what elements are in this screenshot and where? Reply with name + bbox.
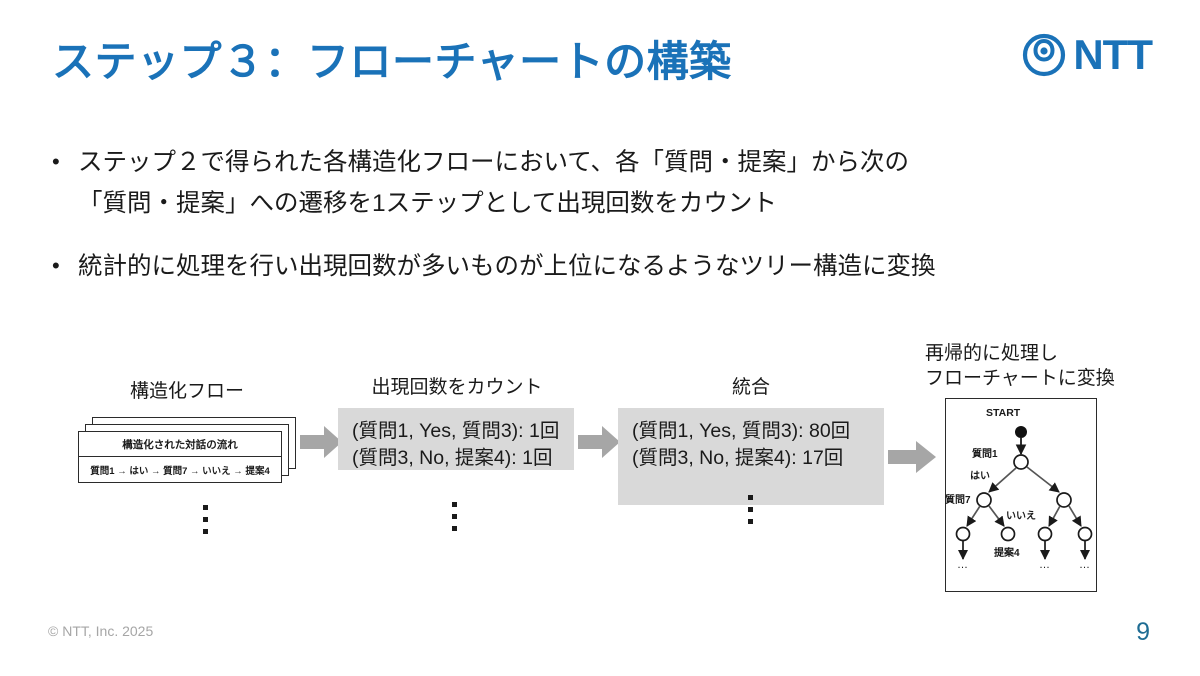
bullet-text-1: ステップ２で得られた各構造化フローにおいて、各「質問・提案」から次の 「質問・提…	[78, 142, 909, 224]
tree-leaf-ellipsis: …	[957, 559, 968, 571]
arrow-merge-to-tree-icon	[888, 441, 936, 473]
page-title: ステップ３：フローチャートの構築	[52, 38, 732, 85]
stage-label-structured-flow: 構造化フロー	[129, 381, 244, 402]
page-number: 9	[1136, 618, 1150, 646]
tree-leaf-ellipsis: …	[1079, 559, 1090, 571]
process-diagram: 構造化フロー 構造化された対話の流れ 質問1 → はい → 質問7 → いいえ …	[0, 330, 1200, 600]
ntt-circular-mark-icon	[1023, 33, 1066, 77]
card-body-text: 質問1 → はい → 質問7 → いいえ → 提案4	[90, 465, 270, 477]
arrow-flow-to-count-icon	[300, 426, 342, 458]
count-line: (質問3, No, 提案4): 1回	[352, 447, 553, 469]
bullet-item-2: • 統計的に処理を行い出現回数が多いものが上位になるようなツリー構造に変換	[48, 246, 1168, 287]
bullet-line: 「質問・提案」への遷移を1ステップとして出現回数をカウント	[78, 190, 777, 217]
count-line: (質問1, Yes, 質問3): 1回	[352, 420, 560, 442]
stage-label-tree-line1: 再帰的に処理し	[925, 343, 1059, 364]
bullet-list: • ステップ２で得られた各構造化フローにおいて、各「質問・提案」から次の 「質問…	[48, 142, 1168, 309]
tree-edge-label-yes: はい	[970, 471, 990, 482]
merge-box: (質問1, Yes, 質問3): 80回 (質問3, No, 提案4): 17回	[618, 408, 884, 505]
flowchart-tree-graphic	[955, 426, 1093, 561]
card-title: 構造化された対話の流れ	[79, 432, 281, 457]
tree-leaf-ellipsis: …	[1039, 559, 1050, 571]
tree-start-label: START	[986, 407, 1021, 419]
bullet-item-1: • ステップ２で得られた各構造化フローにおいて、各「質問・提案」から次の 「質問…	[48, 142, 1168, 224]
merge-line: (質問3, No, 提案4): 17回	[632, 447, 844, 469]
bullet-marker: •	[52, 149, 60, 174]
stack-card-front: 構造化された対話の流れ 質問1 → はい → 質問7 → いいえ → 提案4	[78, 431, 282, 483]
vertical-ellipsis-merge	[748, 495, 753, 524]
structured-flow-card-stack: 構造化された対話の流れ 質問1 → はい → 質問7 → いいえ → 提案4	[78, 417, 296, 483]
stage-label-count: 出現回数をカウント	[371, 377, 543, 398]
merge-line: (質問1, Yes, 質問3): 80回	[632, 420, 851, 442]
vertical-ellipsis-structured-flow	[203, 505, 208, 534]
vertical-ellipsis-count	[452, 502, 457, 531]
arrow-count-to-merge-icon	[578, 426, 620, 458]
tree-node-label-question7: 質問7	[945, 495, 971, 506]
bullet-marker: •	[52, 253, 60, 278]
bullet-text-2: 統計的に処理を行い出現回数が多いものが上位になるようなツリー構造に変換	[78, 246, 936, 287]
ntt-wordmark: NTT	[1073, 31, 1153, 78]
copyright-text: © NTT, Inc. 2025	[48, 623, 154, 639]
tree-node-label-root: 質問1	[972, 449, 998, 460]
stage-label-tree-line2: フローチャートに変換	[925, 368, 1115, 389]
ntt-logo: NTT	[1021, 31, 1153, 78]
tree-edge-label-no: いいえ	[1006, 511, 1036, 522]
stage-label-merge: 統合	[731, 377, 770, 398]
tree-node-label-proposal4: 提案4	[994, 548, 1020, 559]
count-box: (質問1, Yes, 質問3): 1回 (質問3, No, 提案4): 1回	[338, 408, 574, 470]
bullet-line: ステップ２で得られた各構造化フローにおいて、各「質問・提案」から次の	[78, 149, 910, 176]
flowchart-tree-panel: START 質問1 はい 質問7 いいえ 提案4 … … …	[945, 398, 1097, 592]
bullet-line: 統計的に処理を行い出現回数が多いものが上位になるようなツリー構造に変換	[78, 253, 936, 280]
